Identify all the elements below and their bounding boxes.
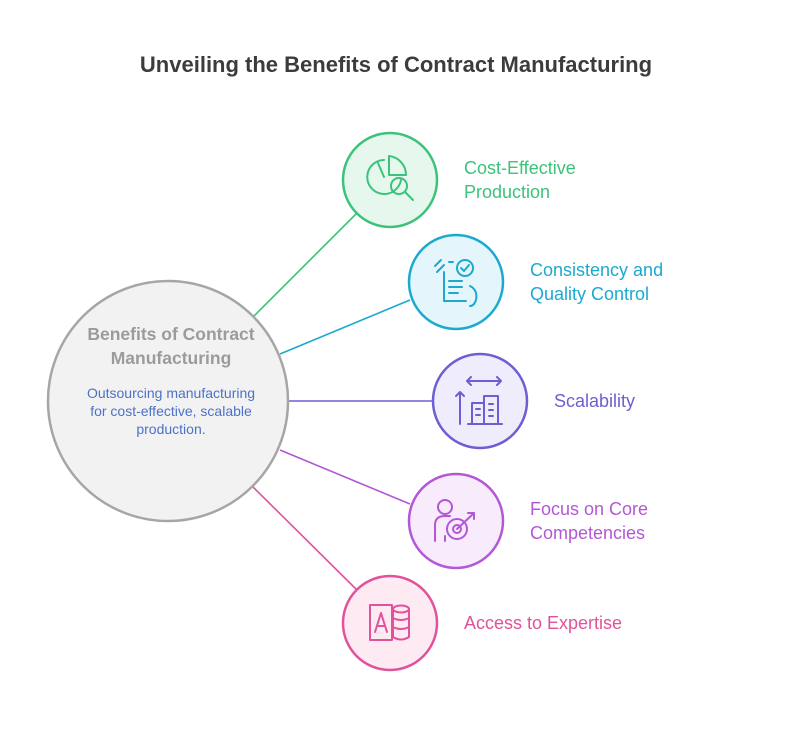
hub-text: Benefits of Contract Manufacturing Outso… bbox=[66, 322, 276, 438]
label-line: Quality Control bbox=[530, 284, 650, 304]
label-cost-effective: Cost-Effective Production bbox=[464, 156, 576, 204]
connector-expertise bbox=[251, 485, 359, 592]
item-circle-cost-effective bbox=[341, 131, 439, 229]
label-expertise: Access to Expertise bbox=[464, 611, 622, 635]
label-consistency: Consistency and Quality Control bbox=[530, 258, 663, 306]
label-line: Consistency and bbox=[530, 260, 664, 280]
connector-cost-effective bbox=[251, 211, 359, 319]
person-target-icon bbox=[434, 499, 475, 542]
knowledge-database-icon bbox=[369, 604, 410, 641]
growth-building-icon bbox=[455, 376, 503, 425]
label-line: Cost-Effective bbox=[464, 158, 576, 178]
label-line: Access to Expertise bbox=[464, 613, 623, 633]
label-scalability: Scalability bbox=[554, 389, 635, 413]
label-line: Competencies bbox=[530, 523, 646, 543]
checklist-hand-icon bbox=[434, 259, 478, 307]
hub-title: Benefits of Contract Manufacturing bbox=[87, 324, 255, 368]
label-line: Scalability bbox=[554, 391, 636, 411]
pie-chart-magnifier-icon bbox=[366, 155, 414, 201]
hub-circle bbox=[46, 279, 290, 523]
page-title: Unveiling the Benefits of Contract Manuf… bbox=[139, 52, 653, 77]
connector-consistency bbox=[279, 299, 411, 355]
item-circle-scalability bbox=[431, 352, 529, 450]
label-line: Production bbox=[464, 182, 551, 202]
connector-focus bbox=[279, 449, 411, 505]
item-circle-focus bbox=[407, 472, 505, 570]
label-line: Focus on Core bbox=[530, 499, 649, 519]
label-focus: Focus on Core Competencies bbox=[530, 497, 648, 545]
hub-description: Outsourcing manufacturing for cost-effec… bbox=[86, 385, 256, 437]
item-circle-expertise bbox=[341, 574, 439, 672]
